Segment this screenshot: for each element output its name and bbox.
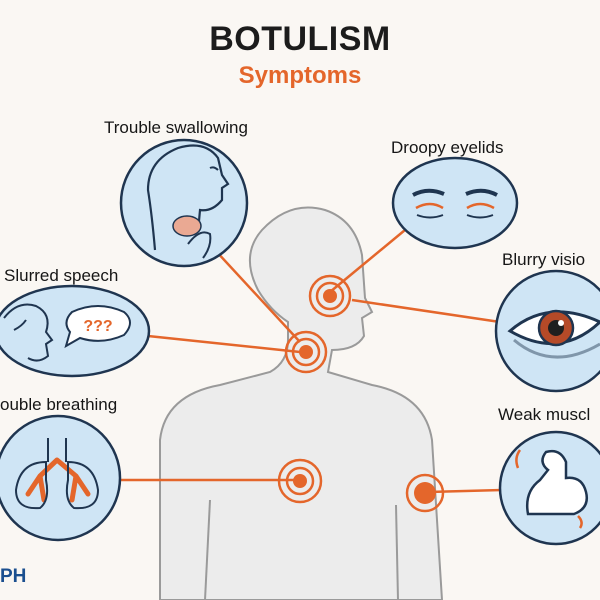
target-arm xyxy=(405,473,445,513)
connector-muscle xyxy=(427,488,503,494)
connector-vision xyxy=(351,298,501,324)
page-subtitle: Symptoms xyxy=(238,62,362,89)
brand-logo-text: PH xyxy=(0,566,27,587)
speech-bubble-text: ??? xyxy=(83,318,112,335)
human-figure xyxy=(159,206,444,600)
connector-swallowing xyxy=(214,249,301,343)
lungs-icon xyxy=(0,414,122,542)
label-trouble-swallowing: Trouble swallowing xyxy=(104,118,248,137)
label-droopy-eyelids: Droopy eyelids xyxy=(391,138,504,157)
label-weak-muscles: Weak muscl xyxy=(498,405,591,424)
speech-icon xyxy=(0,284,151,378)
connector-speech xyxy=(147,334,301,354)
arm-line-left xyxy=(204,499,211,600)
weak-arm-icon xyxy=(498,430,600,546)
blurry-eye-icon xyxy=(494,269,600,393)
target-chest xyxy=(277,458,323,504)
arm-line-right xyxy=(395,504,399,600)
throat-icon xyxy=(119,138,249,268)
label-slurred-speech: Slurred speech xyxy=(4,266,119,285)
target-eyes xyxy=(308,274,352,318)
target-throat xyxy=(284,330,328,374)
label-trouble-breathing: ouble breathing xyxy=(0,395,118,414)
label-blurry-vision: Blurry visio xyxy=(502,250,586,269)
droopy-eyes-icon xyxy=(391,156,519,250)
page-title: BOTULISM xyxy=(209,20,391,58)
